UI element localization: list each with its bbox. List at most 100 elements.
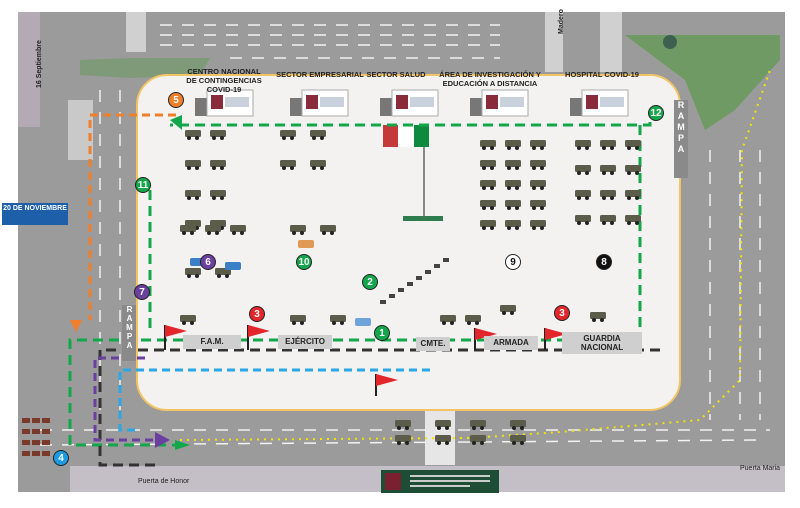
vehicle-icon	[625, 215, 641, 225]
soldier-icon	[443, 258, 449, 262]
horse-icon	[22, 440, 30, 445]
vehicle-icon	[440, 315, 456, 325]
vehicle-icon	[625, 165, 641, 175]
truck-icon	[570, 89, 629, 117]
vehicle-icon	[465, 315, 481, 325]
vehicle-icon	[280, 130, 296, 140]
vehicle-icon	[230, 225, 246, 235]
horse-icon	[32, 429, 40, 434]
vehicle-icon	[625, 140, 641, 150]
vehicle-icon	[290, 315, 306, 325]
street-16-septiembre: 16 Septiembre	[36, 40, 43, 88]
vehicle-icon	[530, 200, 546, 210]
vehicle-icon	[470, 420, 486, 430]
marker-11: 11	[135, 177, 151, 193]
vehicle-icon	[575, 140, 591, 150]
vehicle-icon	[575, 190, 591, 200]
plaza-constitucion	[136, 74, 681, 411]
marker-4: 4	[53, 450, 69, 466]
vehicle-icon	[505, 160, 521, 170]
vehicle-icon	[395, 420, 411, 430]
vehicle-icon	[210, 190, 226, 200]
group-label-ejercito: EJÉRCITO	[278, 335, 332, 349]
group-label-guardia: GUARDIA NACIONAL	[562, 332, 642, 354]
horse-icon	[22, 451, 30, 456]
horse-icon	[42, 429, 50, 434]
red-flags	[164, 325, 567, 396]
marker-9: 9	[505, 254, 521, 270]
vehicle-icon	[210, 160, 226, 170]
soldier-icon	[425, 270, 431, 274]
rampa-label: RAMPA	[125, 305, 134, 350]
marker-2: 2	[362, 274, 378, 290]
vehicle-icon	[590, 312, 606, 322]
vehicle-icon	[575, 215, 591, 225]
vehicle-icon	[505, 220, 521, 230]
vehicle-icon	[185, 160, 201, 170]
horse-icon	[42, 451, 50, 456]
vehicle-icon	[480, 140, 496, 150]
vehicle-icon	[185, 190, 201, 200]
vehicle-icon	[600, 190, 616, 200]
cavalry	[22, 418, 50, 456]
rampa-right: RAMPA	[674, 100, 688, 178]
section-label-salud: SECTOR SALUD	[366, 70, 426, 79]
truck-icon	[380, 89, 439, 117]
marker-12: 12	[648, 105, 664, 121]
puerta-de-honor: Puerta de Honor	[138, 478, 190, 485]
vehicle-icon	[505, 200, 521, 210]
vehicle-icon	[505, 140, 521, 150]
route-orange	[88, 113, 176, 320]
vehicle-icon	[480, 220, 496, 230]
rampa-label: RAMPA	[676, 100, 686, 155]
vehicle-icon	[280, 160, 296, 170]
vehicle-icon	[180, 225, 196, 235]
soldier-icon	[416, 276, 422, 280]
covid-trucks	[195, 89, 629, 117]
marker-6: 6	[200, 254, 216, 270]
vehicle-icon	[435, 420, 451, 430]
vehicle-icon	[205, 225, 221, 235]
horse-icon	[32, 418, 40, 423]
truck-icon	[195, 89, 254, 117]
vehicle-icon	[530, 180, 546, 190]
vehicle-icon	[600, 165, 616, 175]
vehicle-icon	[480, 200, 496, 210]
route-black	[98, 348, 660, 467]
vehicle-icon	[395, 435, 411, 445]
section-label-centro: CENTRO NACIONAL DE CONTINGENCIAS COVID-1…	[186, 67, 262, 94]
vehicle-icon	[510, 420, 526, 430]
vehicle-icon	[298, 240, 314, 248]
vehicle-icon	[530, 220, 546, 230]
vehicle-icon	[180, 315, 196, 325]
horse-icon	[22, 429, 30, 434]
vehicle-icon	[185, 268, 201, 278]
vehicle-icon	[600, 140, 616, 150]
vehicle-icon	[310, 130, 326, 140]
marker-7: 7	[134, 284, 150, 300]
horse-icon	[32, 451, 40, 456]
vehicle-icon	[530, 160, 546, 170]
horse-icon	[32, 440, 40, 445]
soldier-icon	[380, 300, 386, 304]
truck-icon	[470, 89, 529, 117]
marker-5: 5	[168, 92, 184, 108]
marker-1: 1	[374, 325, 390, 341]
vehicle-icon	[355, 318, 371, 326]
flag-base	[403, 216, 443, 221]
vehicle-icon	[320, 225, 336, 235]
marker-8: 8	[596, 254, 612, 270]
vehicle-icon	[600, 215, 616, 225]
vehicle-icon	[505, 180, 521, 190]
vehicle-formations	[180, 130, 641, 445]
vehicle-icon	[470, 435, 486, 445]
vehicle-icon	[480, 160, 496, 170]
vehicle-icon	[500, 305, 516, 315]
horse-icon	[42, 440, 50, 445]
section-label-educacion: ÁREA DE INVESTIGACIÓN Y EDUCACIÓN A DIST…	[439, 70, 541, 88]
rampa-left: RAMPA	[122, 305, 136, 361]
vehicle-icon	[225, 262, 241, 270]
soldier-icon	[389, 294, 395, 298]
route-blue	[118, 368, 430, 432]
